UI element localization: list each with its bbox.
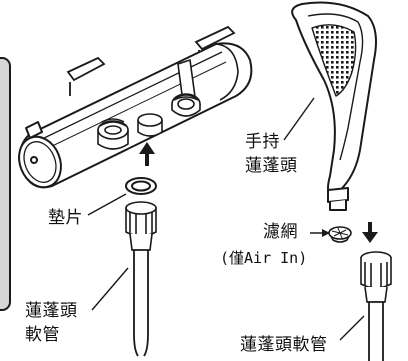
mixer-outlet-left: [97, 118, 129, 150]
insert-up-arrow: [139, 142, 155, 166]
hose-bottom-leader: [339, 315, 365, 341]
hose-left-label-line2: 軟管: [25, 325, 60, 345]
filter-note: (僅Air In): [220, 249, 308, 267]
filter-screen: [328, 226, 352, 243]
hose-left-label-line1: 蓮蓬頭: [25, 301, 78, 321]
hose-left: [133, 250, 149, 357]
hose-left-leader: [91, 267, 129, 311]
hose-right: [368, 302, 384, 361]
gasket-label: 墊片: [48, 208, 83, 228]
mixer-outlet-right: [171, 93, 201, 117]
insert-down-arrow: [362, 222, 378, 243]
hand-shower: [291, 1, 377, 211]
filter-label: 濾網: [263, 222, 298, 242]
hose-nut-right: [360, 251, 392, 303]
side-panel: [0, 57, 11, 311]
mixer-valve: [18, 42, 253, 189]
filter-leader-arrow: [322, 229, 330, 237]
gasket-leader: [87, 193, 127, 216]
handheld-leader: [283, 97, 315, 141]
hose-nut-left: [125, 201, 157, 251]
gasket-ring: [125, 177, 157, 195]
handheld-label-line1: 手持: [245, 132, 280, 152]
wall-bracket-left: [66, 56, 106, 96]
mixer-outlet-center: [137, 113, 163, 137]
handheld-label-line2: 蓮蓬頭: [245, 156, 298, 176]
hose-bottom-label: 蓮蓬頭軟管: [240, 335, 328, 355]
